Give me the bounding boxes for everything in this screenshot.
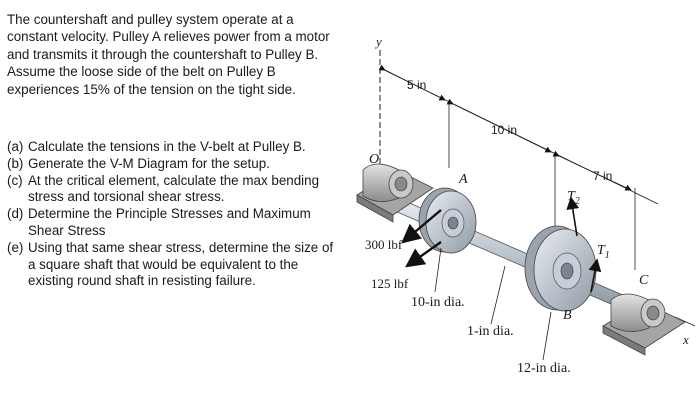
dimension-arrow-10in [446, 98, 552, 153]
leader-dia-b [542, 311, 552, 361]
x-axis-label: x [682, 332, 689, 347]
question-c: (c) At the critical element, calculate th… [7, 173, 337, 207]
y-axis-label: y [374, 34, 382, 49]
question-e: (e)Using that same shear stress, determi… [7, 240, 337, 290]
pulley-b-diameter: 12-in dia. [517, 361, 571, 376]
bearing-o [356, 163, 434, 223]
question-list: (a) Calculate the tensions in the V-belt … [7, 139, 337, 290]
pulley-a-diameter: 10-in dia. [411, 295, 465, 310]
leader-dia-shaft [490, 265, 506, 325]
dimension-label-5in: 5 in [407, 78, 426, 92]
question-tag: (b) [7, 155, 24, 171]
pulley-b [524, 225, 597, 312]
tension-t2-label: T2 [567, 189, 580, 207]
question-text: Generate the V-M Diagram for the setup. [28, 155, 270, 171]
dimension-label-10in: 10 in [491, 123, 517, 137]
force-arrow-300 [401, 209, 442, 244]
countershaft-figure: y 5 in 10 in 7 in O x z [345, 30, 700, 416]
problem-intro-text: The countershaft and pulley system opera… [7, 12, 330, 97]
question-text: Determine the Principle Stresses and Max… [28, 206, 311, 238]
question-text: Calculate the tensions in the V-belt at … [28, 139, 306, 154]
point-c-label: C [639, 273, 649, 288]
dimension-arrow-5in [378, 64, 446, 101]
force-125-label: 125 lbf [371, 276, 409, 291]
bearing-c [602, 293, 686, 356]
question-text: At the critical element, calculate the m… [28, 172, 320, 205]
tension-t1-label: T1 [597, 243, 610, 261]
tension-t1-arrow [588, 258, 602, 293]
pulley-b-label: B [563, 308, 572, 323]
pulley-a-label: A [458, 172, 468, 187]
question-tag: (d) [7, 206, 24, 222]
question-tag: (a) [7, 139, 24, 154]
question-tag: (c) [7, 172, 23, 188]
problem-statement: The countershaft and pulley system opera… [7, 11, 347, 98]
point-o-label: O [369, 152, 379, 167]
dimension-label-7in: 7 in [593, 169, 612, 183]
question-b: (b)Generate the V-M Diagram for the setu… [7, 156, 337, 173]
question-a: (a) Calculate the tensions in the V-belt … [7, 139, 337, 156]
question-text: Using that same shear stress, determine … [28, 239, 334, 289]
countershaft-drawing: y 5 in 10 in 7 in O x z [356, 34, 696, 376]
force-arrow-125 [405, 241, 442, 268]
question-d: (d)Determine the Principle Stresses and … [7, 206, 337, 240]
shaft-diameter: 1-in dia. [467, 324, 514, 339]
pulley-a [418, 187, 477, 254]
force-300-label: 300 lbf [365, 237, 403, 252]
tension-t2-arrow [566, 196, 580, 237]
question-tag: (e) [7, 239, 24, 255]
leader-dia-a [434, 247, 442, 293]
dimension-arrow-7in [552, 150, 632, 191]
